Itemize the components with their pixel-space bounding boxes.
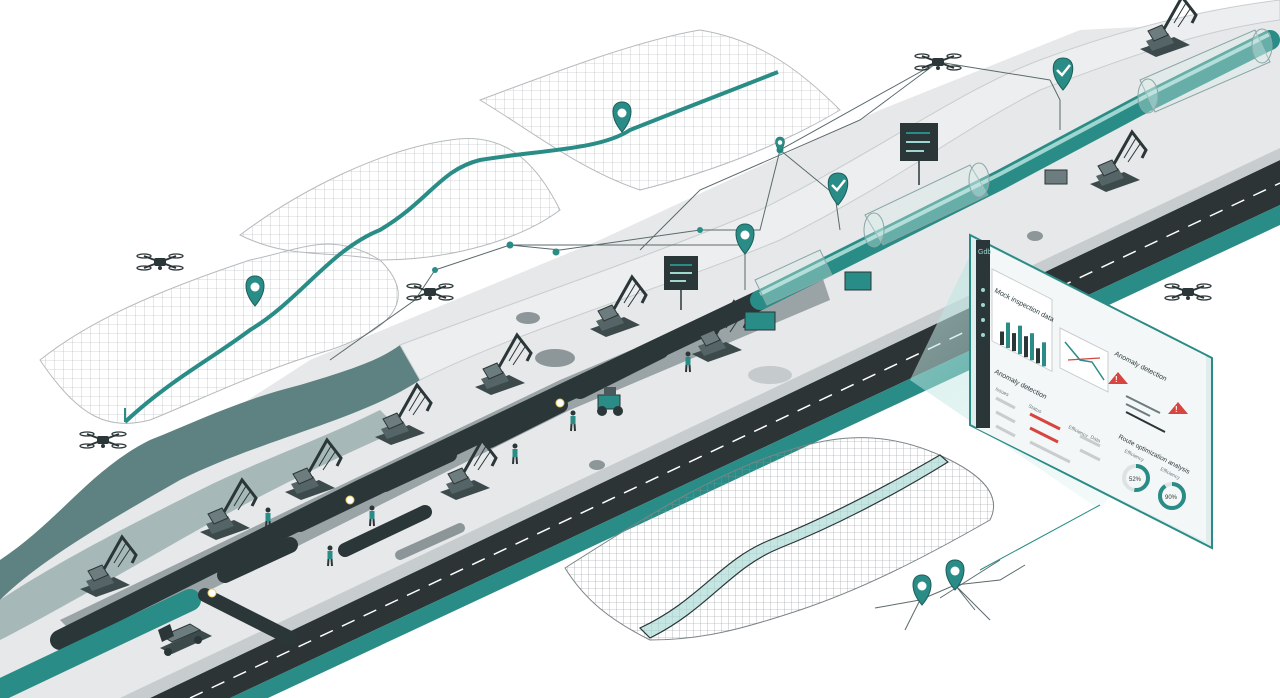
elevation-profile-line — [123, 70, 779, 424]
analytics-dashboard: Gdb Mock inspection data Anomaly detecti… — [969, 233, 1213, 550]
warning-icon — [1108, 372, 1128, 384]
nav-dot-icon[interactable] — [981, 318, 985, 322]
gauge-right-value: 90% — [1165, 495, 1178, 501]
nav-dot-icon[interactable] — [981, 333, 985, 337]
pipe-teal-upper — [750, 30, 1280, 310]
bar-mark — [1018, 325, 1022, 355]
nav-dot-icon[interactable] — [981, 288, 985, 292]
dashboard-badge: Gdb — [978, 249, 991, 256]
truck-icon — [158, 623, 212, 656]
inspection-overlay-tubes — [754, 28, 1273, 306]
mesh-terrain-left — [39, 243, 399, 424]
location-pin-icon — [945, 559, 965, 591]
gauge-left-value: 52% — [1129, 477, 1142, 483]
bar-mark — [1024, 336, 1028, 358]
bar-mark — [1030, 333, 1034, 361]
loose-pipes — [198, 341, 669, 645]
mini-map — [1059, 327, 1109, 393]
pipe-highlight — [759, 32, 1271, 296]
bar-mark — [1042, 342, 1046, 367]
bar-mark — [1006, 322, 1010, 349]
mesh-terrain-mid — [239, 138, 561, 261]
drone-icon — [406, 283, 454, 301]
equipment-crate — [744, 169, 1068, 331]
road-center-line — [189, 182, 1280, 698]
svg-text:!: ! — [1115, 375, 1118, 384]
inspection-bar-chart — [1000, 322, 1046, 367]
drone-icon — [1164, 283, 1212, 301]
anomaly-lines — [1125, 395, 1166, 433]
nav-dot-icon[interactable] — [981, 303, 985, 307]
gauge-right: 90% — [1158, 482, 1186, 510]
warning-icon — [1168, 402, 1188, 414]
bar-mark — [1036, 348, 1040, 364]
weld-spark-icon — [207, 398, 565, 598]
drone-icon — [136, 253, 184, 271]
drone-icon — [79, 431, 127, 449]
bar-mark — [1012, 333, 1016, 352]
info-board-icon — [664, 256, 698, 310]
tractor-icon — [597, 387, 623, 416]
anomaly-table-rows — [995, 396, 1101, 464]
pipe-teal-lower — [0, 589, 201, 698]
info-board-icon — [900, 123, 938, 185]
leader-line — [979, 504, 1101, 571]
bar-mark — [1000, 331, 1004, 345]
rocks — [516, 231, 1043, 470]
svg-text:Data: Data — [1089, 434, 1101, 444]
mesh-route-band — [638, 454, 950, 639]
gauge-left: 52% — [1122, 464, 1150, 492]
hillside — [0, 345, 420, 600]
svg-text:!: ! — [1175, 405, 1178, 414]
drone-icon — [914, 53, 962, 71]
